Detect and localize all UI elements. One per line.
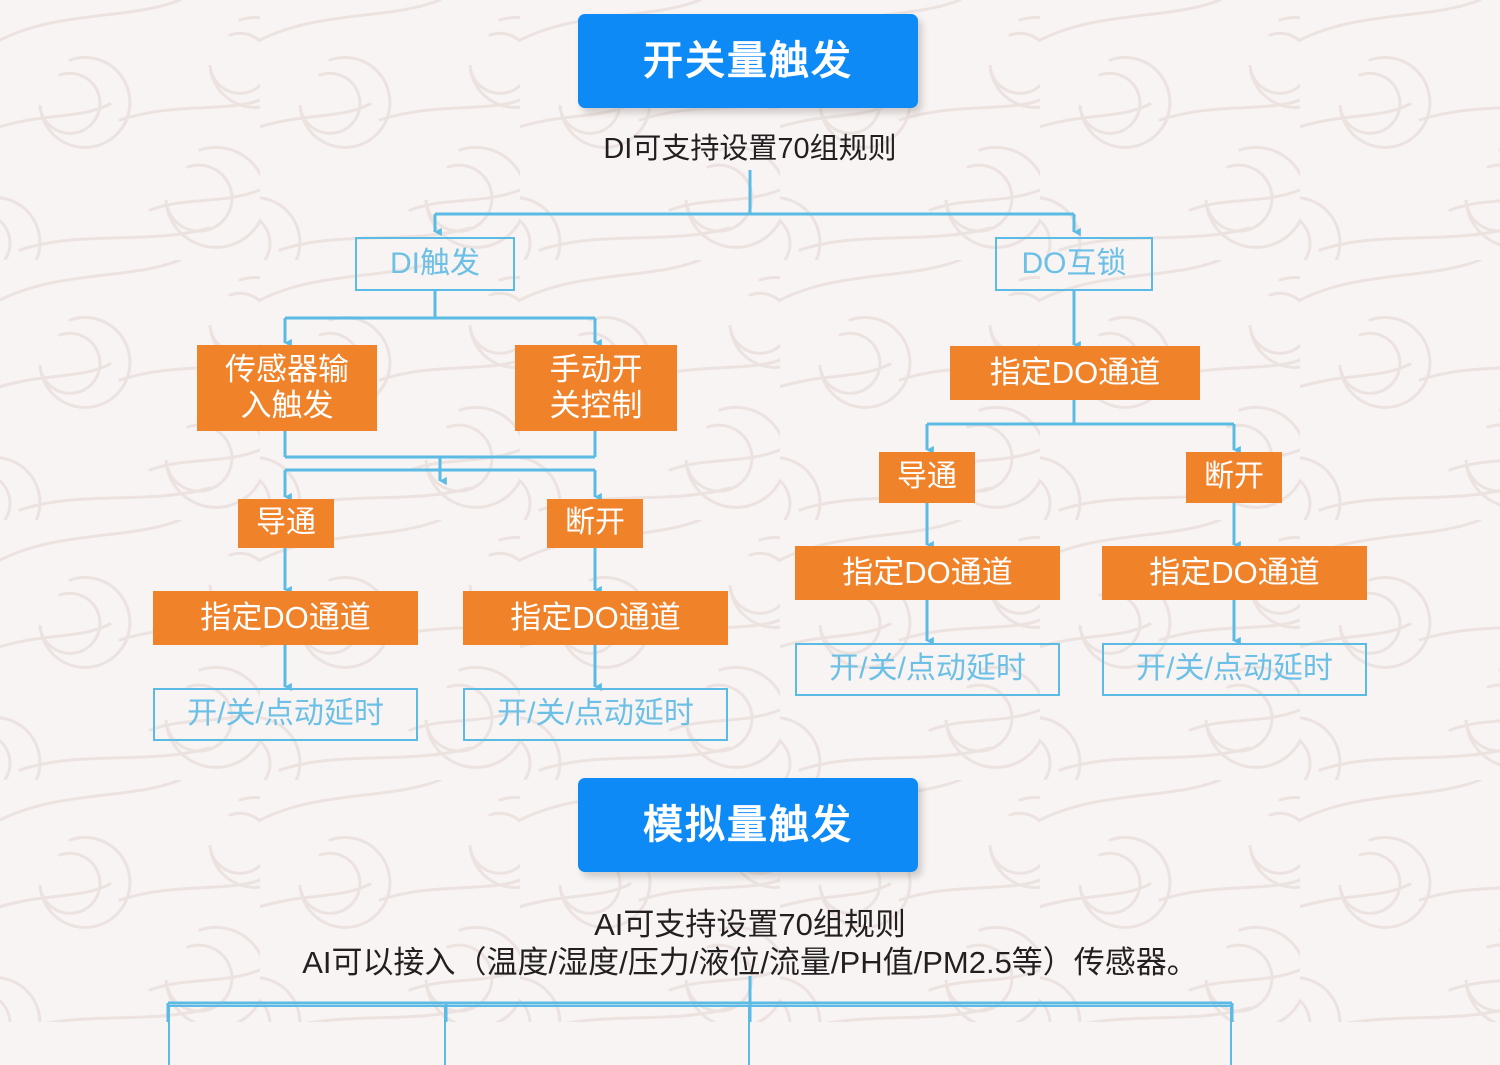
node-di-trigger[interactable]: DI触发 — [355, 237, 515, 291]
node-left-state-on[interactable]: 导通 — [238, 499, 334, 548]
analog-child-box-1[interactable] — [168, 1005, 446, 1065]
section-header-digital: 开关量触发 — [578, 14, 918, 108]
node-right-state-off[interactable]: 断开 — [1186, 452, 1282, 503]
node-right-state-on[interactable]: 导通 — [879, 452, 975, 503]
analog-child-box-3[interactable] — [750, 1005, 1232, 1065]
analog-subtitle-line1: AI可支持设置70组规则 — [594, 907, 906, 942]
section-header-analog: 模拟量触发 — [578, 778, 918, 872]
node-left-action-off[interactable]: 开/关/点动延时 — [463, 688, 728, 741]
node-right-do-channel-root[interactable]: 指定DO通道 — [950, 346, 1200, 400]
node-right-do-channel-on[interactable]: 指定DO通道 — [795, 546, 1060, 600]
node-left-do-channel-on[interactable]: 指定DO通道 — [153, 591, 418, 645]
node-left-do-channel-off[interactable]: 指定DO通道 — [463, 591, 728, 645]
node-right-do-channel-off[interactable]: 指定DO通道 — [1102, 546, 1367, 600]
node-left-state-off[interactable]: 断开 — [547, 499, 643, 548]
node-manual-switch-control[interactable]: 手动开 关控制 — [515, 345, 677, 431]
node-right-action-off[interactable]: 开/关/点动延时 — [1102, 643, 1367, 696]
node-right-action-on[interactable]: 开/关/点动延时 — [795, 643, 1060, 696]
analog-subtitle-line2: AI可以接入（温度/湿度/压力/液位/流量/PH值/PM2.5等）传感器。 — [302, 945, 1198, 980]
analog-child-box-2[interactable] — [446, 1005, 750, 1065]
node-left-action-on[interactable]: 开/关/点动延时 — [153, 688, 418, 741]
node-sensor-input-trigger[interactable]: 传感器输 入触发 — [197, 345, 377, 431]
digital-subtitle: DI可支持设置70组规则 — [603, 133, 897, 165]
node-do-interlock[interactable]: DO互锁 — [995, 237, 1153, 291]
